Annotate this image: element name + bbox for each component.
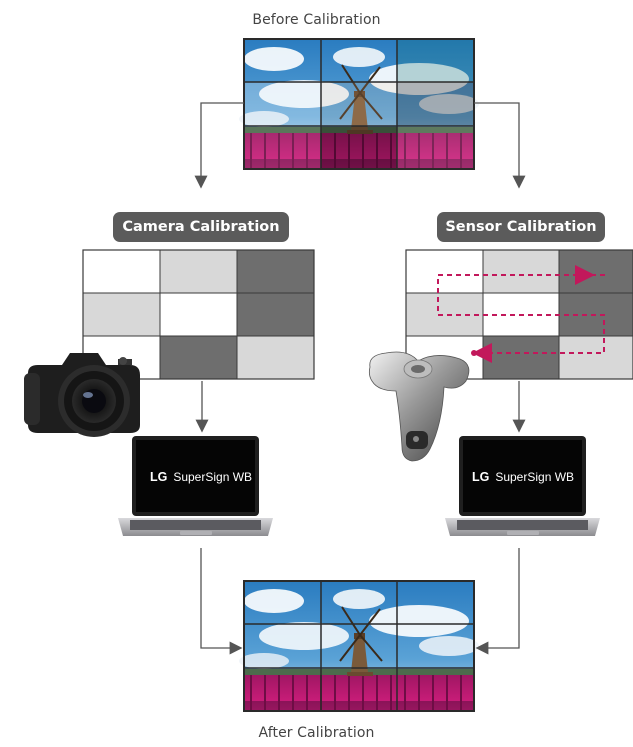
dslr-camera-icon [24,353,140,437]
before-calibration-video-wall [238,38,480,170]
sensor-laptop-to-after-arrow [475,548,520,655]
before-to-sensor-arrow [474,102,526,189]
lg-brand: LG [471,470,490,484]
camera-laptop-to-after-arrow [200,548,243,655]
sensor-laptop-software-label: LG SuperSign WB [462,470,584,484]
color-sensor-icon [368,351,470,462]
after-calibration-caption: After Calibration [258,725,375,741]
product-name: SuperSign WB [173,470,253,484]
camera-calibration-test-grid [82,249,315,380]
camera-laptop-icon [118,436,273,536]
camera-laptop-software-label: LG SuperSign WB [140,470,262,484]
before-calibration-caption: Before Calibration [252,12,381,28]
sensor-calibration-label: Sensor Calibration [437,212,605,242]
after-calibration-video-wall [238,580,480,712]
camera-calibration-label: Camera Calibration [113,212,289,242]
sensor-laptop-icon [445,436,600,536]
lg-brand: LG [149,470,168,484]
product-name: SuperSign WB [495,470,575,484]
before-to-camera-arrow [194,102,244,189]
